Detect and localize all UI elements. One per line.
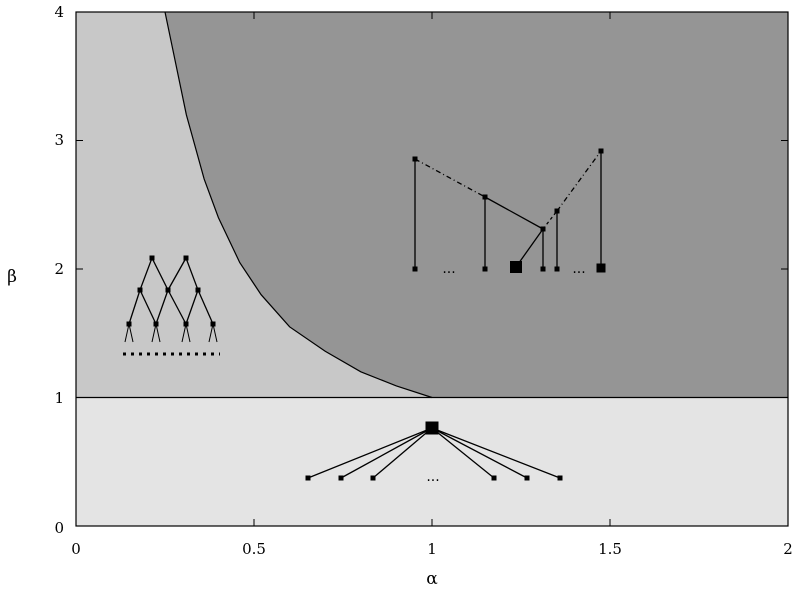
region-upper-right: [165, 12, 788, 398]
btree-edge-12: [151, 323, 157, 343]
star-edge-0: [307, 427, 433, 479]
y-axis-label: β: [7, 267, 17, 287]
btree-edge-7: [167, 289, 187, 325]
star-edge-5: [431, 427, 561, 479]
boundary-curve: [164, 11, 433, 399]
y-tick-label-3: 3: [54, 131, 64, 149]
btree-node-2: [137, 287, 143, 293]
x-tick-label-0: 0: [71, 540, 81, 558]
star-edge-3: [431, 427, 495, 479]
btree-edge-3: [185, 257, 199, 291]
ticks-layer: [75, 11, 789, 527]
star-leaf-node-1: [338, 475, 344, 481]
x-axis-label: α: [426, 569, 438, 589]
btree-edge-2: [167, 257, 187, 291]
btree-edge-8: [185, 289, 199, 325]
x-tick-label-1: 0.5: [242, 540, 266, 558]
btree-edge-16: [208, 323, 214, 343]
btree-edge-15: [185, 323, 191, 343]
x-tick-label-3: 1.5: [598, 540, 622, 558]
ctree-edge-8: [556, 150, 602, 212]
btree-edge-11: [128, 323, 134, 343]
y-tick-label-2: 2: [54, 260, 64, 278]
ctree-node-3: [554, 208, 560, 214]
ctree-end-node: [596, 263, 606, 273]
ctree-node-1: [482, 194, 488, 200]
x-tick-label-2: 1: [427, 540, 437, 558]
btree-node-4: [195, 287, 201, 293]
star-leaf-node-3: [491, 475, 497, 481]
ctree-node-5: [412, 266, 418, 272]
star-leaf-node-5: [557, 475, 563, 481]
ctree-edge-5: [414, 158, 486, 198]
region-lower: [76, 397, 788, 526]
btree-edge-4: [128, 289, 141, 325]
ctree-edge-6: [484, 196, 544, 230]
star-edge-1: [340, 427, 433, 479]
y-tick-label-4: 4: [54, 3, 64, 21]
ctree-dots-left: ...: [442, 261, 455, 277]
ctree-node-4: [598, 148, 604, 154]
x-tick-label-4: 2: [783, 540, 793, 558]
ctree-node-0: [412, 156, 418, 162]
star-edge-4: [431, 427, 528, 479]
btree-edge-14: [181, 323, 187, 343]
btree-edge-17: [212, 323, 218, 343]
ctree-edge-9: [515, 228, 544, 268]
star-leaf-node-4: [524, 475, 530, 481]
ctree-node-7: [540, 266, 546, 272]
regions-layer: [76, 12, 788, 526]
boundary-curve-layer: [76, 11, 788, 399]
btree-edge-13: [155, 323, 161, 343]
star-leaf-node-0: [305, 475, 311, 481]
tree-diagrams-layer: .........: [123, 148, 606, 485]
y-tick-label-0: 0: [54, 519, 64, 537]
btree-edge-5: [139, 289, 157, 325]
ctree-root-node: [510, 261, 522, 273]
star-edge-2: [372, 427, 433, 479]
ctree-edge-7: [542, 210, 558, 230]
btree-edge-0: [139, 257, 153, 291]
ctree-node-2: [540, 226, 546, 232]
ctree-dots-right: ...: [572, 261, 585, 277]
btree-edge-10: [124, 323, 130, 343]
btree-node-0: [149, 255, 155, 261]
btree-node-3: [165, 287, 171, 293]
star-dots: ...: [426, 469, 439, 485]
btree-edge-1: [151, 257, 169, 291]
star-leaf-node-2: [370, 475, 376, 481]
ctree-node-6: [482, 266, 488, 272]
btree-node-5: [126, 321, 132, 327]
btree-node-8: [210, 321, 216, 327]
btree-edge-6: [155, 289, 169, 325]
btree-node-7: [183, 321, 189, 327]
btree-node-6: [153, 321, 159, 327]
btree-edge-9: [197, 289, 214, 325]
ctree-node-8: [554, 266, 560, 272]
star-hub-node: [425, 421, 439, 435]
y-tick-label-1: 1: [54, 389, 64, 407]
btree-node-1: [183, 255, 189, 261]
